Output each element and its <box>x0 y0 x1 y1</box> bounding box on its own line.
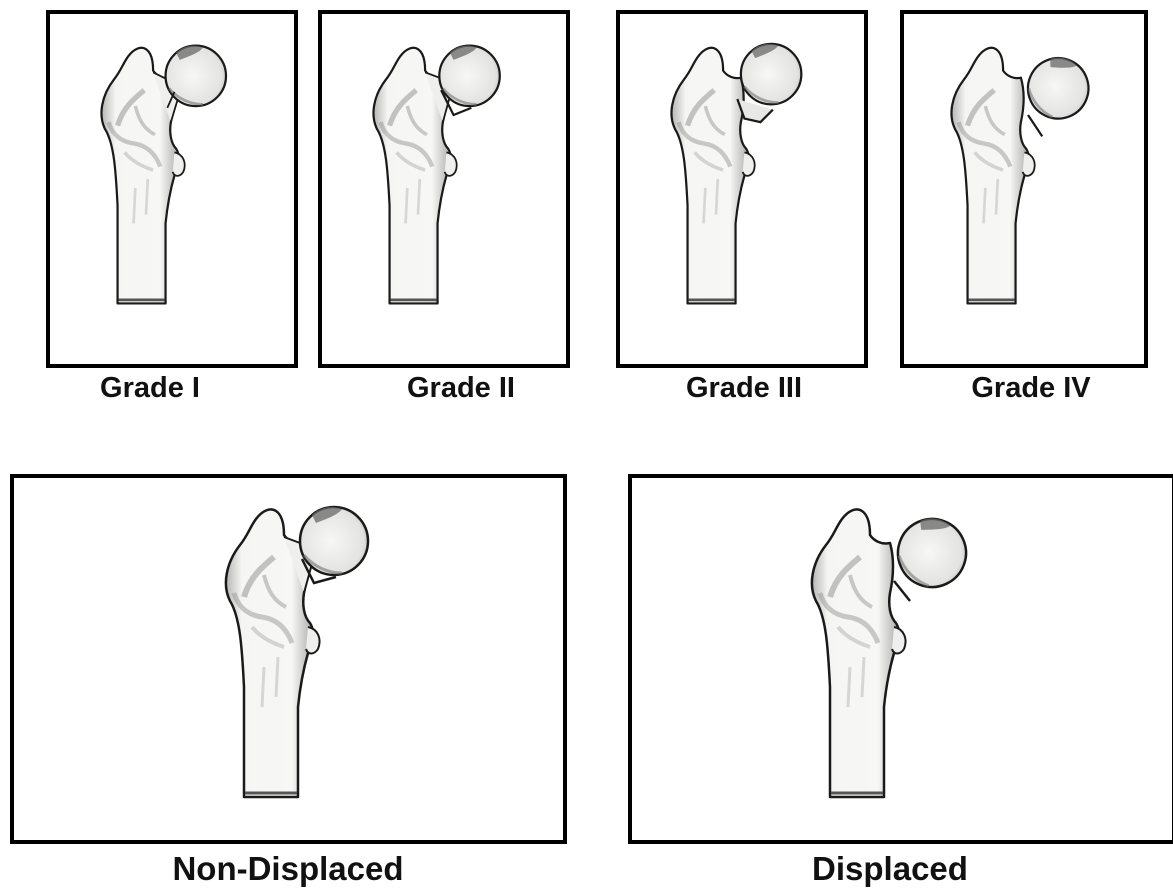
femur-grade-2-illustration <box>354 34 514 324</box>
panel-grade-3 <box>616 10 868 368</box>
femur-non-displaced-illustration <box>204 494 384 820</box>
caption-non-displaced: Non-Displaced <box>98 850 478 888</box>
femur-displaced-illustration <box>790 494 970 820</box>
caption-grade-4: Grade IV <box>927 372 1135 405</box>
panel-grade-2 <box>318 10 570 368</box>
femur-grade-1-illustration <box>82 34 242 324</box>
caption-grade-3: Grade III <box>640 372 848 405</box>
panel-displaced <box>628 474 1173 844</box>
panel-grade-1 <box>46 10 298 368</box>
panel-grade-4 <box>900 10 1148 368</box>
caption-displaced: Displaced <box>720 850 1060 888</box>
caption-grade-1: Grade I <box>46 372 254 405</box>
panel-non-displaced <box>10 474 567 844</box>
caption-grade-2: Grade II <box>357 372 565 405</box>
femur-grade-3-illustration <box>652 34 812 324</box>
femur-grade-4-illustration <box>932 34 1092 324</box>
